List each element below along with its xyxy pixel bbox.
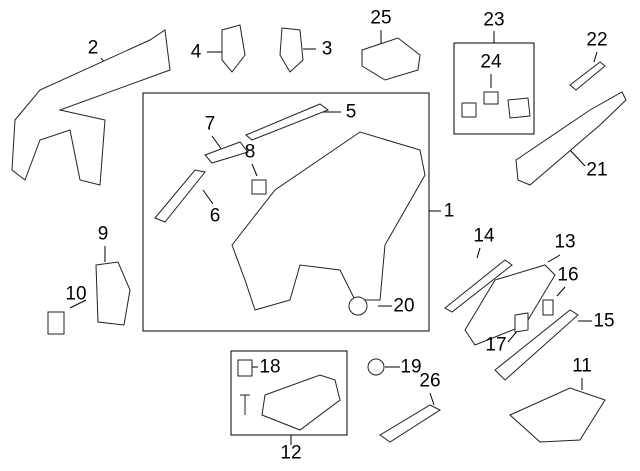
part-18-clip xyxy=(237,359,253,377)
callout-23: 23 xyxy=(483,9,505,31)
callout-21: 21 xyxy=(586,159,608,181)
part-12-cover xyxy=(261,374,341,431)
callout-20: 20 xyxy=(393,295,415,317)
part-24-switch-a xyxy=(461,102,477,118)
callout-11: 11 xyxy=(572,355,592,377)
group-box-1 xyxy=(142,92,430,332)
callout-22: 22 xyxy=(586,29,608,51)
callout-7: 7 xyxy=(204,113,216,135)
callout-26: 26 xyxy=(419,370,441,392)
callout-5: 5 xyxy=(345,101,357,123)
part-7-cover xyxy=(204,141,249,164)
callout-6: 6 xyxy=(209,205,221,227)
callout-3: 3 xyxy=(321,38,333,60)
callout-8: 8 xyxy=(244,141,256,163)
callout-10: 10 xyxy=(65,283,87,305)
callout-18: 18 xyxy=(259,356,281,378)
part-15-trim xyxy=(494,309,579,381)
callout-14: 14 xyxy=(473,225,495,247)
callout-25: 25 xyxy=(370,7,392,29)
part-17-piece xyxy=(514,312,529,333)
part-25-module xyxy=(361,37,421,81)
callout-12: 12 xyxy=(280,442,302,464)
callout-2: 2 xyxy=(87,37,99,59)
part-13-cluster xyxy=(464,264,556,346)
leader-lines xyxy=(69,30,598,445)
part-26-bracket xyxy=(379,404,442,443)
part-9-side-cover xyxy=(95,261,131,326)
part-20-knob xyxy=(348,296,368,316)
callout-17: 17 xyxy=(485,334,507,356)
part-8-cap xyxy=(251,179,267,195)
callout-1: 1 xyxy=(443,200,455,222)
part-21-trim-panel xyxy=(515,91,627,186)
part-10-clip xyxy=(47,311,65,335)
group-box-12 xyxy=(230,350,348,436)
callout-13: 13 xyxy=(554,231,576,253)
part-5-trim xyxy=(245,103,330,141)
callout-24: 24 xyxy=(480,51,502,73)
callout-19: 19 xyxy=(400,356,422,378)
part-22-trim xyxy=(569,61,606,91)
part-1-instrument-panel xyxy=(231,131,426,311)
part-3-bracket xyxy=(279,27,304,73)
part-19-grommet xyxy=(367,358,385,376)
callout-9: 9 xyxy=(97,223,109,245)
part-14-trim xyxy=(444,259,513,313)
callout-16: 16 xyxy=(557,264,579,286)
part-6-trim xyxy=(154,169,206,223)
part-4-bracket xyxy=(221,24,246,73)
part-24-switch-c xyxy=(507,97,531,119)
part-11-panel xyxy=(509,387,606,443)
part-2-crossmember xyxy=(11,29,171,186)
part-18-screw xyxy=(240,394,250,415)
part-24-switch-b xyxy=(483,91,499,105)
callout-4: 4 xyxy=(190,41,202,63)
callout-15: 15 xyxy=(593,310,615,332)
part-16-piece xyxy=(542,299,554,316)
